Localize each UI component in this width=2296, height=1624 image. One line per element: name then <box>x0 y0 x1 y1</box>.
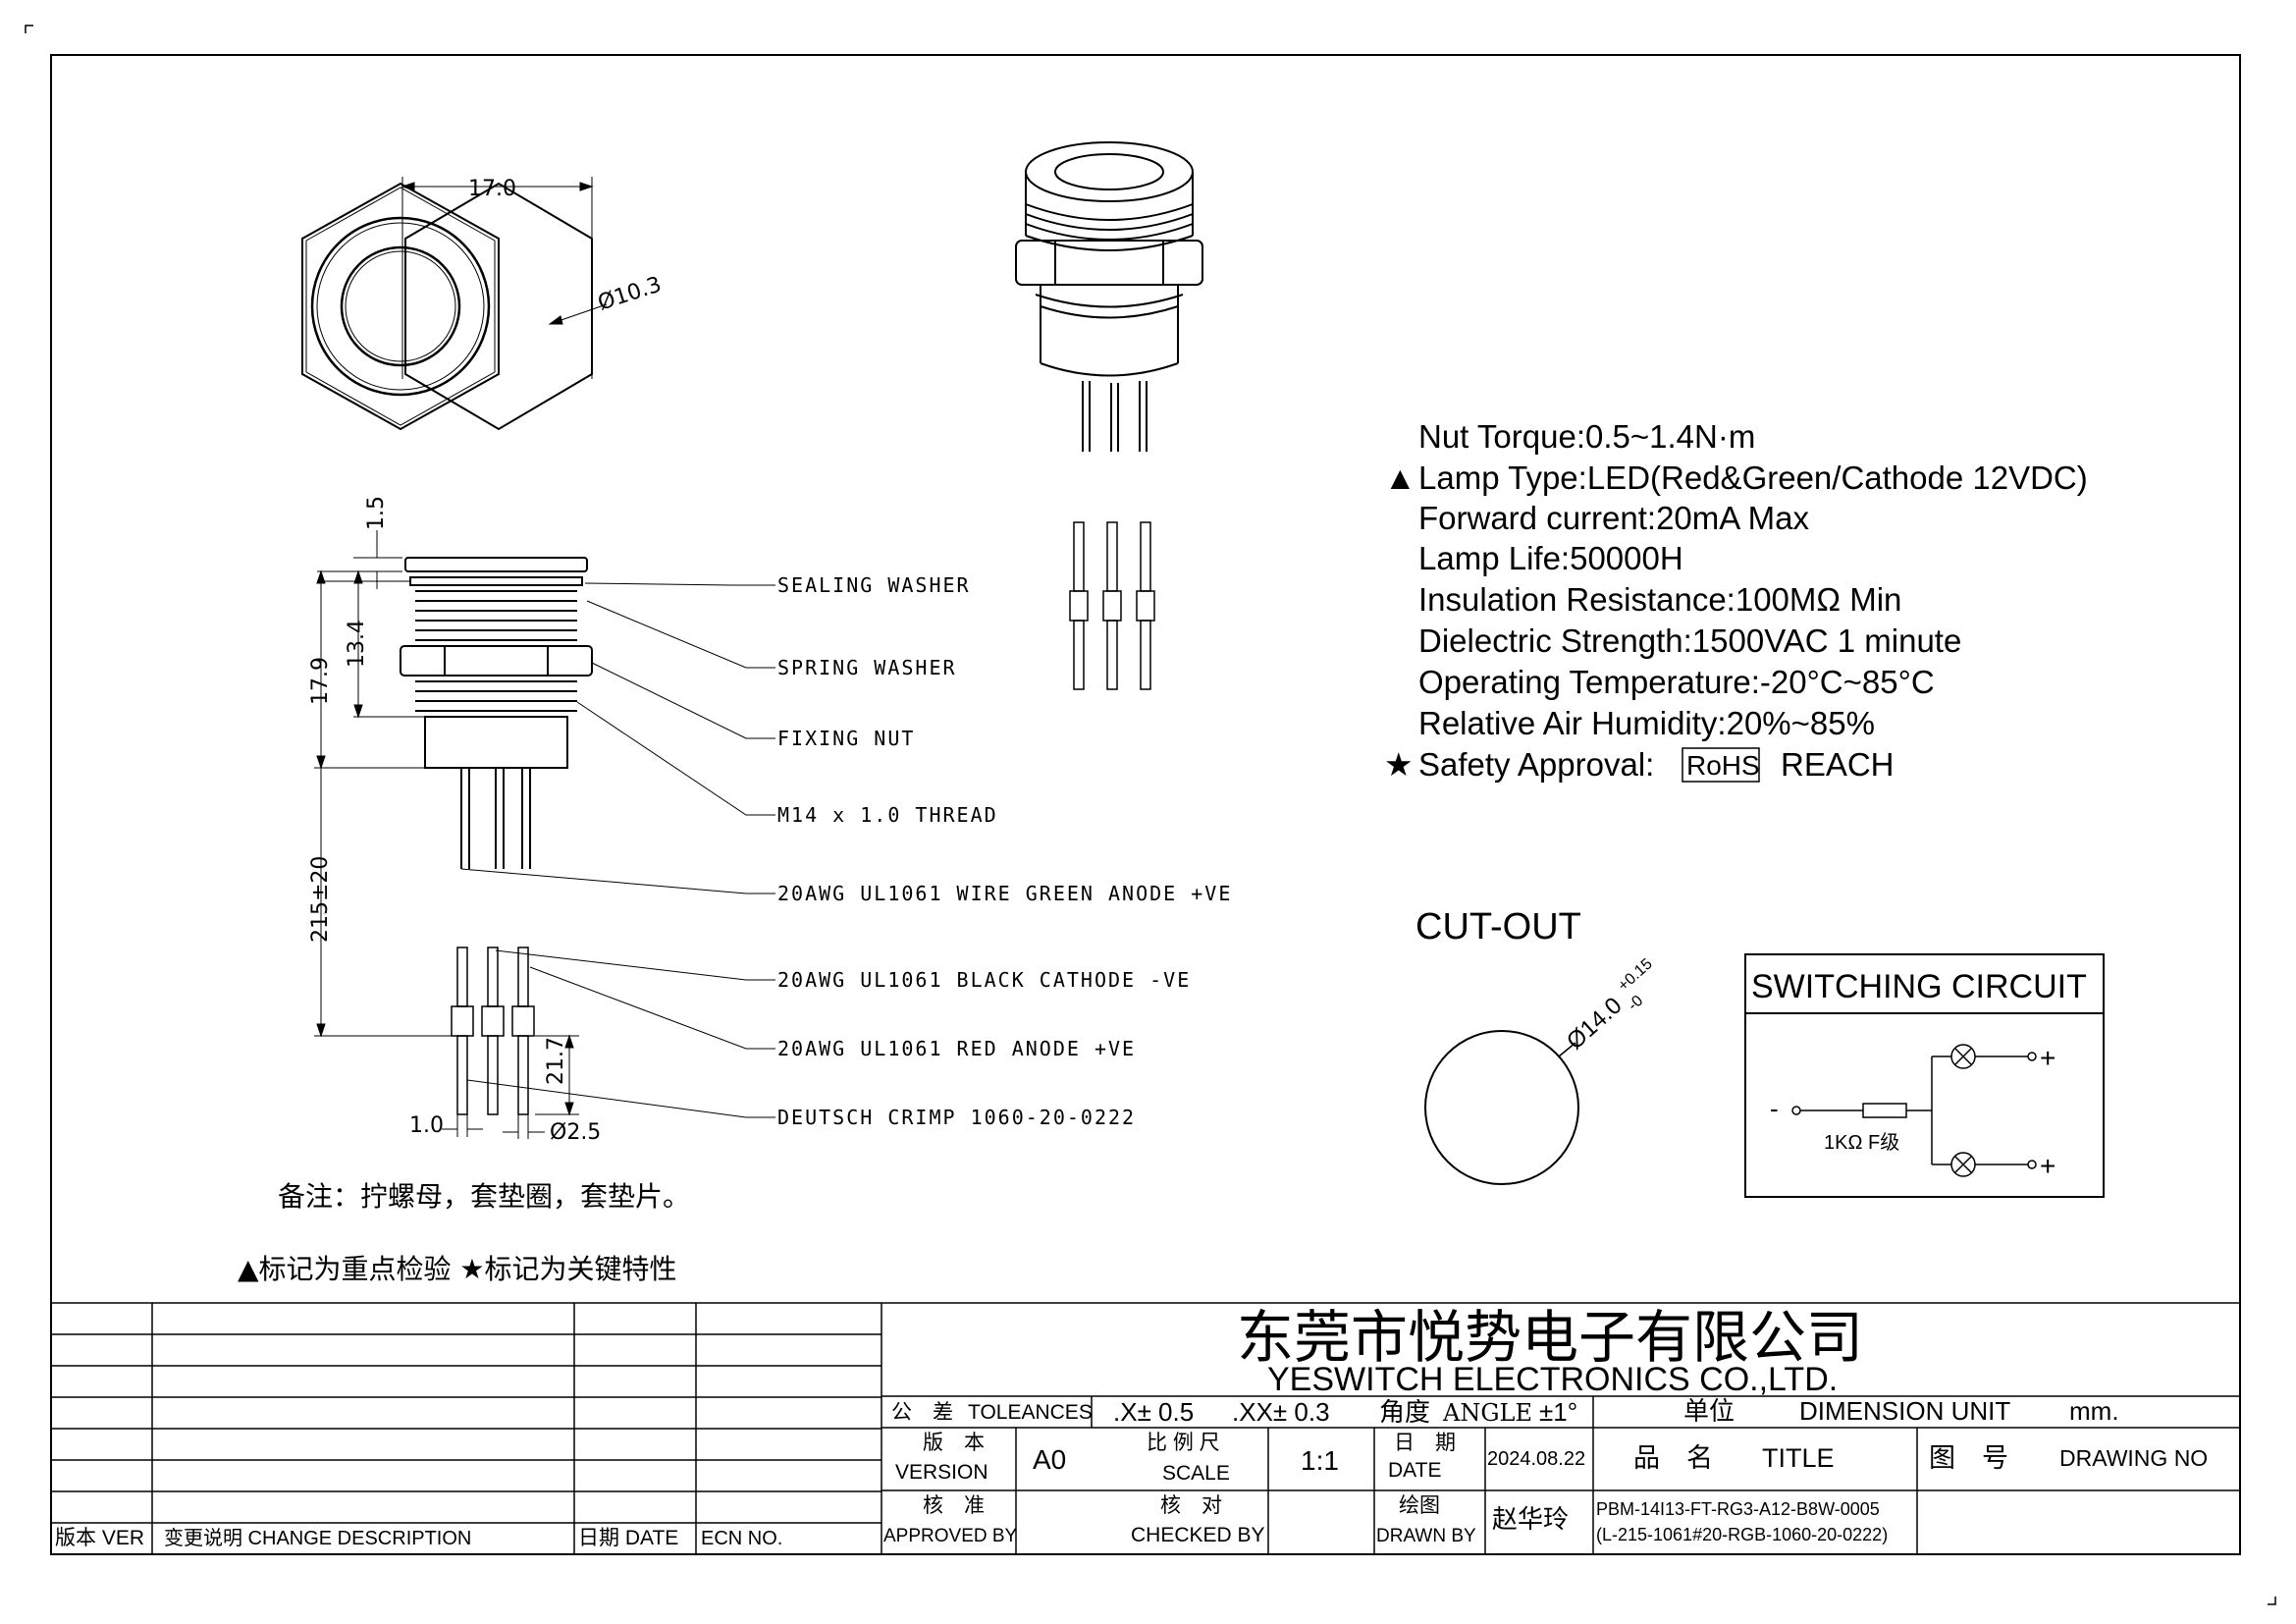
spec-safety: Safety Approval: <box>1418 746 1654 783</box>
scale-en: SCALE <box>1162 1462 1230 1485</box>
crimp-terminals-detail <box>1069 521 1155 690</box>
callout-thread: M14 x 1.0 THREAD <box>777 803 998 827</box>
side-dimensions <box>314 530 579 1139</box>
unit-en: DIMENSION UNIT <box>1799 1396 2010 1426</box>
dim-pitch: 1.0 <box>409 1113 444 1138</box>
spec-humidity: Relative Air Humidity:20%~85% <box>1418 705 1875 741</box>
title-cn: 品 名 <box>1633 1443 1713 1473</box>
drawn-val: 赵华玲 <box>1492 1504 1569 1534</box>
drawn-cn: 绘图 <box>1399 1494 1440 1517</box>
tol-x: .X± 0.5 <box>1113 1397 1194 1427</box>
company-en: YESWITCH ELECTRONICS CO.,LTD. <box>1267 1361 1838 1398</box>
notes: 备注：拧螺母，套垫圈，套垫片。 ▲标记为重点检验 ★标记为关键特性 <box>238 1180 690 1285</box>
company-cn: 东莞市悦势电子有限公司 <box>1237 1304 1863 1371</box>
circuit-plus-bottom: + <box>2040 1151 2056 1181</box>
callout-black-wire: 20AWG UL1061 BLACK CATHODE -VE <box>777 968 1191 992</box>
spec-lamp-life: Lamp Life:50000H <box>1418 540 1683 576</box>
switching-circuit-labels: SWITCHING CIRCUIT - + + 1KΩ F级 <box>1751 968 2087 1181</box>
spec-reach: REACH <box>1781 746 1895 783</box>
callout-fixing-nut: FIXING NUT <box>777 727 915 750</box>
cutout-title: CUT-OUT <box>1415 906 1581 947</box>
rev-date: 日期 DATE <box>578 1527 678 1549</box>
spec-nut-torque: Nut Torque:0.5~1.4N·m <box>1418 418 1755 455</box>
callout-leaders <box>460 582 775 1118</box>
drawing-en: DRAWING NO <box>2059 1445 2208 1471</box>
circuit-title: SWITCHING CIRCUIT <box>1751 968 2087 1005</box>
part-no-1: PBM-14I13-FT-RG3-A12-B8W-0005 <box>1596 1499 1880 1519</box>
unit-val: mm. <box>2069 1396 2119 1426</box>
callout-crimp: DEUTSCH CRIMP 1060-20-0222 <box>777 1106 1136 1129</box>
top-view <box>301 177 608 431</box>
callout-sealing-washer: SEALING WASHER <box>777 573 971 597</box>
title-block-lines <box>51 1302 2240 1554</box>
callout-labels: SEALING WASHER SPRING WASHER FIXING NUT … <box>777 573 1232 1129</box>
spec-dielectric: Dielectric Strength:1500VAC 1 minute <box>1418 623 1961 659</box>
spec-lamp-type: Lamp Type:LED(Red&Green/Cathode 12VDC) <box>1418 460 2088 496</box>
callout-red-wire: 20AWG UL1061 RED ANODE +VE <box>777 1037 1136 1060</box>
dim-thread: 13.4 <box>345 620 369 668</box>
rev-desc: 变更说明 CHANGE DESCRIPTION <box>164 1527 471 1549</box>
checked-en: CHECKED BY <box>1131 1524 1265 1546</box>
circuit-resistor: 1KΩ F级 <box>1824 1131 1899 1154</box>
date-en: DATE <box>1388 1459 1441 1482</box>
drawing-cn: 图 号 <box>1929 1443 2008 1473</box>
scale-val: 1:1 <box>1301 1445 1339 1476</box>
dim-terminal: 21.7 <box>544 1037 568 1085</box>
version-cn: 版 本 <box>923 1432 985 1454</box>
circuit-minus: - <box>1770 1094 1779 1123</box>
spec-operating-temp: Operating Temperature:-20°C~85°C <box>1418 664 1935 700</box>
callout-green-wire: 20AWG UL1061 WIRE GREEN ANODE +VE <box>777 882 1232 905</box>
switching-circuit <box>1744 953 2105 1198</box>
dim-wire: 215±20 <box>308 856 333 943</box>
spec-safety-mark: ★ <box>1384 746 1414 783</box>
title-en: TITLE <box>1762 1443 1835 1473</box>
dim-lens: Ø10.3 <box>595 272 665 315</box>
part-no-2: (L-215-1061#20-RGB-1060-20-0222) <box>1596 1525 1888 1544</box>
dim-head: 1.5 <box>364 496 389 530</box>
cutout: CUT-OUT Ø14.0 +0.15 -0 <box>1415 906 1656 1185</box>
spec-lamp-mark: ▲ <box>1384 460 1416 496</box>
circuit-plus-top: + <box>2040 1043 2056 1073</box>
drawing-border <box>50 54 2241 1555</box>
scale-cn: 比 例 尺 <box>1147 1432 1220 1454</box>
top-view-hex <box>404 182 593 431</box>
rev-ver: 版本 VER <box>55 1527 144 1549</box>
iso-view <box>1015 141 1203 452</box>
unit-cn: 单位 <box>1683 1397 1735 1427</box>
spec-rohs: RoHS <box>1686 750 1760 781</box>
version-en: VERSION <box>895 1461 988 1484</box>
tol-cn: 公 差 <box>891 1401 953 1424</box>
tol-xx: .XX± 0.3 <box>1232 1397 1330 1427</box>
cutout-dim: Ø14.0 <box>1562 993 1628 1056</box>
drawn-en: DRAWN BY <box>1376 1526 1476 1546</box>
title-block-text: 东莞市悦势电子有限公司 YESWITCH ELECTRONICS CO.,LTD… <box>55 1304 2208 1549</box>
rev-ecn: ECN NO. <box>701 1528 782 1549</box>
note-legend: ▲标记为重点检验 ★标记为关键特性 <box>238 1253 677 1285</box>
checked-cn: 核 对 <box>1160 1494 1222 1517</box>
specifications: Nut Torque:0.5~1.4N·m ▲ Lamp Type:LED(Re… <box>1384 418 2088 783</box>
cutout-tol-lower: -0 <box>1625 993 1646 1014</box>
dim-body: 17.9 <box>308 657 333 705</box>
dim-pin: Ø2.5 <box>550 1120 601 1145</box>
angle-en: ANGLE <box>1442 1399 1532 1427</box>
date-val: 2024.08.22 <box>1487 1448 1585 1470</box>
approved-cn: 核 准 <box>923 1494 985 1517</box>
spec-forward-current: Forward current:20mA Max <box>1418 500 1809 536</box>
cutout-circle <box>1424 1030 1579 1185</box>
version-val: A0 <box>1033 1444 1066 1475</box>
cutout-tol-upper: +0.15 <box>1615 955 1656 995</box>
approved-en: APPROVED BY <box>883 1526 1018 1546</box>
angle-val: ±1° <box>1539 1397 1577 1427</box>
crimp-terminals <box>451 947 535 1115</box>
date-cn: 日 期 <box>1394 1432 1456 1454</box>
spec-insulation: Insulation Resistance:100MΩ Min <box>1418 581 1901 618</box>
dim-width: 17.0 <box>468 177 516 201</box>
angle-cn: 角度 <box>1379 1398 1430 1428</box>
tol-en: TOLEANCES <box>968 1401 1093 1424</box>
note-remark: 备注：拧螺母，套垫圈，套垫片。 <box>278 1180 690 1213</box>
corner-marks <box>25 25 2276 1605</box>
side-view <box>400 557 593 869</box>
callout-spring-washer: SPRING WASHER <box>777 656 957 679</box>
